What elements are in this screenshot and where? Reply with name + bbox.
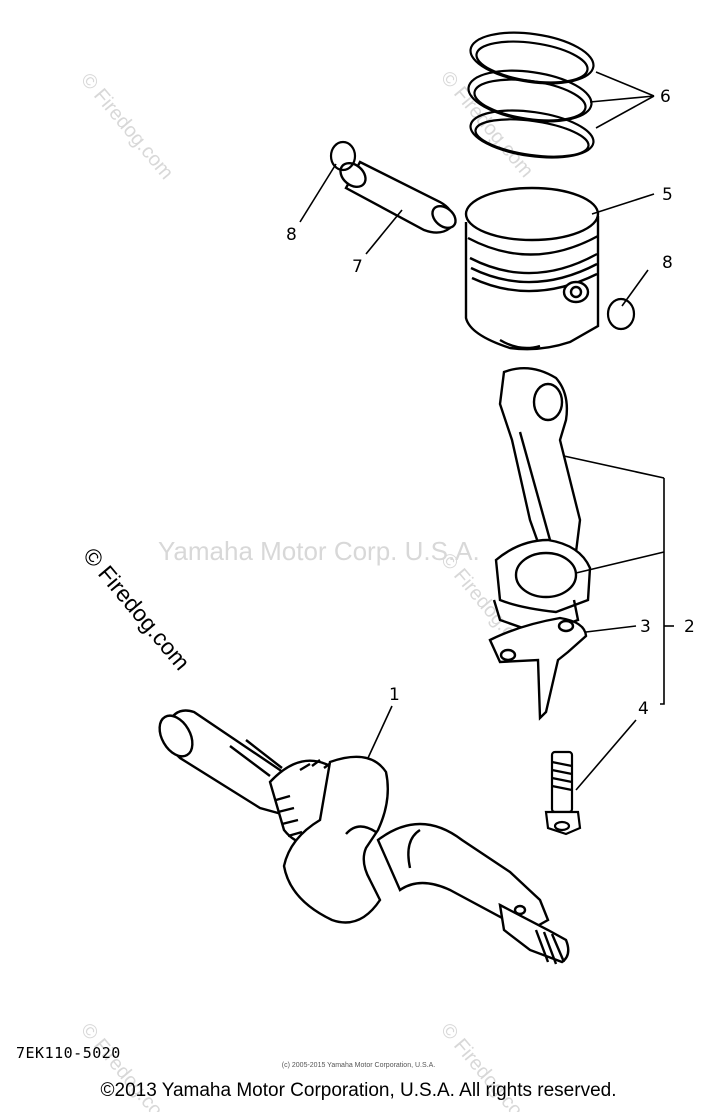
piston xyxy=(464,186,600,351)
watermark-firedog-top-right: © Firedog.com xyxy=(436,67,537,182)
callout-8-left: 8 xyxy=(286,225,297,245)
callout-5: 5 xyxy=(662,185,673,205)
callout-8-right: 8 xyxy=(662,253,673,273)
connecting-rod xyxy=(488,366,592,721)
piston-rings xyxy=(467,31,595,159)
callout-1: 1 xyxy=(389,685,400,705)
callout-6: 6 xyxy=(660,87,671,107)
drawing-code: 7EK110-5020 xyxy=(16,1044,121,1062)
copyright-footer: ©2013 Yamaha Motor Corporation, U.S.A. A… xyxy=(100,1080,617,1101)
watermark-center: Yamaha Motor Corp. U.S.A. xyxy=(158,536,480,566)
callout-2: 2 xyxy=(684,617,695,637)
watermark-firedog-top: © Firedog.com xyxy=(76,69,177,184)
callout-4: 4 xyxy=(638,699,649,719)
leader-lines xyxy=(299,71,674,791)
callout-3: 3 xyxy=(640,617,651,637)
callout-7: 7 xyxy=(352,257,363,277)
callout-numbers: 6 5 8 8 7 3 2 4 1 xyxy=(286,87,695,719)
piston-pin xyxy=(339,160,457,234)
circlips xyxy=(329,140,636,331)
crankshaft xyxy=(158,709,570,965)
small-copyright: (c) 2005-2015 Yamaha Motor Corporation, … xyxy=(281,1062,436,1069)
bolt xyxy=(544,750,582,836)
